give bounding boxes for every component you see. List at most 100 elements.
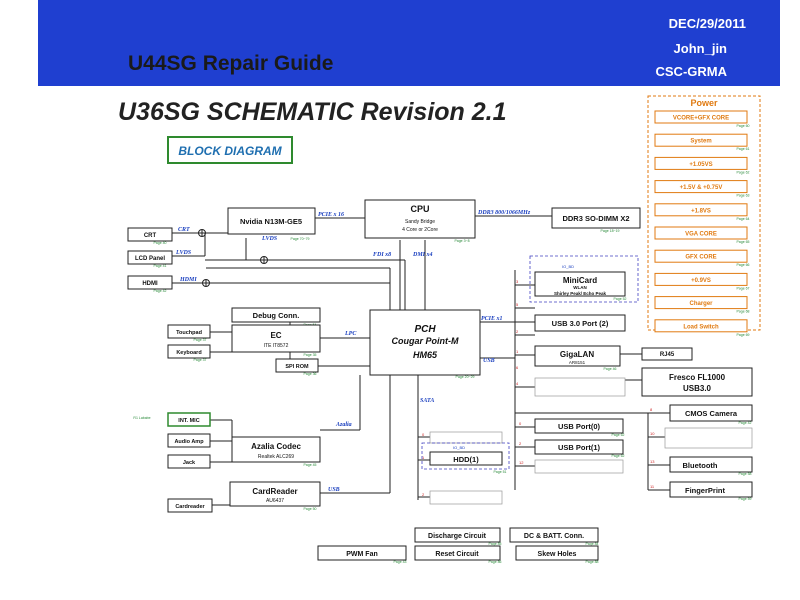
svg-text:LCD Panel: LCD Panel <box>135 256 165 262</box>
usb30-port-block: USB 3.0 Port (2) <box>534 314 626 332</box>
svg-text:Page 84: Page 84 <box>585 542 598 546</box>
svg-text:1: 1 <box>422 455 425 460</box>
svg-text:Page 41: Page 41 <box>153 264 166 268</box>
power-item-label: VCORE+GFX CORE <box>673 116 729 122</box>
skew-holes-block: Skew Holes Page 88 <box>515 545 599 564</box>
svg-text:Page 88: Page 88 <box>585 560 598 564</box>
svg-text:Page 35: Page 35 <box>303 353 316 357</box>
empty-sata-slot-top <box>429 431 503 444</box>
svg-text:GigaLAN: GigaLAN <box>560 350 594 359</box>
svg-text:3: 3 <box>516 279 519 284</box>
pwm-fan-block: PWM Fan Page 43 <box>317 545 407 564</box>
svg-text:DDR3 800/1066MHz: DDR3 800/1066MHz <box>477 210 531 216</box>
svg-text:Skew Holes: Skew Holes <box>538 551 577 558</box>
svg-text:MiniCard: MiniCard <box>563 276 597 285</box>
power-item-page: Page 60 <box>736 124 749 128</box>
reset-circuit-block: Reset Circuit Page 86 <box>414 545 502 564</box>
svg-text:FingerPrint: FingerPrint <box>685 486 726 495</box>
nvidia-gpu-block: Nvidia N13M-GE5 Page 70~79 <box>227 207 316 241</box>
svg-text:PCIE x1: PCIE x1 <box>481 316 503 322</box>
svg-text:11: 11 <box>650 484 655 489</box>
svg-text:AR8151: AR8151 <box>569 360 586 365</box>
svg-text:Page 37: Page 37 <box>193 358 206 362</box>
svg-text:Realtek ALC269: Realtek ALC269 <box>258 454 294 460</box>
svg-text:Fresco FL1000: Fresco FL1000 <box>669 373 726 382</box>
debug-connector-block: Debug Conn. Page 54 <box>231 307 321 327</box>
svg-text:Page 20~29: Page 20~29 <box>456 375 475 379</box>
svg-text:Page 59: Page 59 <box>738 497 751 501</box>
svg-text:Page 52: Page 52 <box>613 297 626 301</box>
svg-text:1: 1 <box>516 349 519 354</box>
svg-text:USB Port(1): USB Port(1) <box>558 443 601 452</box>
svg-text:SATA: SATA <box>420 398 434 404</box>
svg-text:Page 50: Page 50 <box>303 507 316 511</box>
fresco-block: Fresco FL1000 USB3.0 <box>641 367 753 397</box>
svg-text:Page 70~79: Page 70~79 <box>291 237 310 241</box>
connection-wires <box>172 215 670 506</box>
svg-text:Nvidia N13M-GE5: Nvidia N13M-GE5 <box>240 217 302 226</box>
svg-text:USB: USB <box>328 487 340 493</box>
empty-slot-1 <box>534 377 626 397</box>
rj45-block: RJ45 <box>641 347 693 361</box>
svg-text:IO_BD: IO_BD <box>562 264 574 269</box>
svg-text:Page 18~19: Page 18~19 <box>601 229 620 233</box>
cardreader-block: CardReader AU6437 Page 50 <box>229 481 321 511</box>
svg-text:PWM Fan: PWM Fan <box>346 551 378 558</box>
power-item-label: +1.05VS <box>689 162 712 168</box>
svg-text:2: 2 <box>516 329 519 334</box>
usb-port-0-block: USB Port(0) Page 62 <box>534 418 625 437</box>
power-item-box <box>654 226 748 240</box>
svg-text:CPU: CPU <box>410 204 429 214</box>
power-item-page: Page 68 <box>736 310 749 314</box>
svg-text:PCH: PCH <box>414 324 436 335</box>
block-diagram-label: BLOCK DIAGRAM <box>178 144 282 158</box>
svg-text:Power: Power <box>690 98 718 108</box>
header-banner <box>38 0 780 86</box>
audio-amp-block: Audio Amp <box>167 433 211 448</box>
power-item-box <box>654 156 748 170</box>
power-item-label: +0.9VS <box>691 278 711 284</box>
svg-text:Azalia Codec: Azalia Codec <box>251 442 301 451</box>
hdd-block: IO_BD HDD(1) Page 51 <box>421 442 510 474</box>
svg-text:R1 Lababe: R1 Lababe <box>133 416 150 420</box>
svg-text:Page 42: Page 42 <box>738 421 751 425</box>
svg-text:4 Core or 2Core: 4 Core or 2Core <box>402 227 438 233</box>
svg-text:Page 46: Page 46 <box>603 367 616 371</box>
svg-text:2: 2 <box>422 492 425 497</box>
svg-text:RJ45: RJ45 <box>660 352 675 358</box>
svg-text:Keyboard: Keyboard <box>176 350 201 356</box>
svg-text:CRT: CRT <box>178 227 190 233</box>
power-item-page: Page 63 <box>736 194 749 198</box>
int-mic-block: R1 Lababe INT. MIC <box>133 412 211 427</box>
azalia-codec-block: Azalia Codec Realtek ALC269 Page 45 <box>231 436 321 467</box>
svg-text:DDR3 SO-DIMM X2: DDR3 SO-DIMM X2 <box>562 214 629 223</box>
svg-text:Bluetooth: Bluetooth <box>683 461 718 470</box>
svg-text:4: 4 <box>516 381 519 386</box>
svg-text:USB3.0: USB3.0 <box>683 384 712 393</box>
power-item-label: System <box>690 139 711 145</box>
svg-text:AU6437: AU6437 <box>266 498 284 504</box>
svg-text:LVDS: LVDS <box>175 250 192 256</box>
svg-text:0: 0 <box>422 432 425 437</box>
crt-block: CRT Page 40 <box>127 227 173 245</box>
svg-text:Page 3~8: Page 3~8 <box>454 239 469 243</box>
power-item-page: Page 65 <box>736 240 749 244</box>
lcd-panel-block: LCD Panel Page 41 <box>127 250 173 268</box>
pch-block: PCH Cougar Point-M HM65 Page 20~29 <box>369 309 481 379</box>
empty-slot-2 <box>664 427 753 449</box>
cpu-block: CPU Sandy Bridge 4 Core or 2Core Page 3~… <box>364 199 476 243</box>
svg-text:Debug Conn.: Debug Conn. <box>253 311 300 320</box>
cardreader-slot-block: Cardreader <box>167 498 213 513</box>
bluetooth-block: Bluetooth Page 58 <box>669 456 753 476</box>
svg-text:PCIE x 16: PCIE x 16 <box>318 212 344 218</box>
power-item-box <box>654 110 748 124</box>
svg-text:Page 36: Page 36 <box>303 372 316 376</box>
power-item-label: Charger <box>689 301 713 307</box>
svg-text:IO_BD: IO_BD <box>453 445 465 450</box>
guide-title: U44SG Repair Guide <box>128 52 334 75</box>
